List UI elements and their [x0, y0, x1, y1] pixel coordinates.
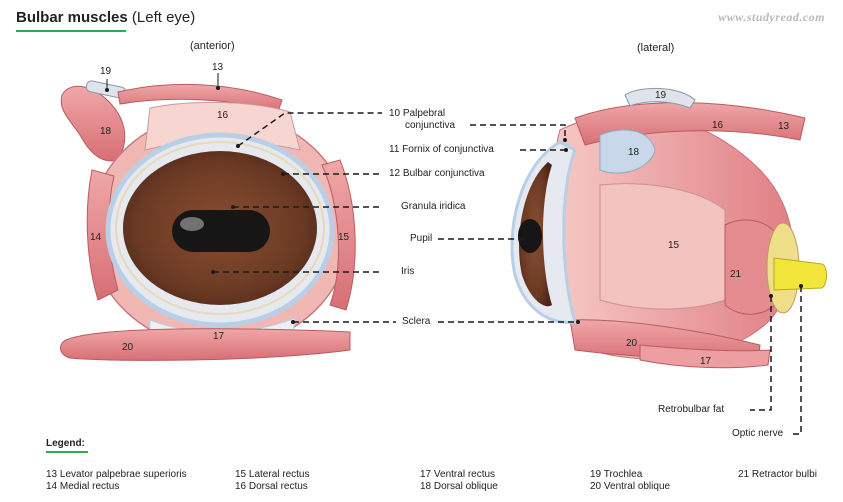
legend-item-21: 21 Retractor bulbi	[738, 469, 817, 480]
anterior-view	[60, 80, 356, 361]
label-palpebral-line2: conjunctiva	[405, 120, 456, 131]
dot-palpebral-lateral	[563, 138, 567, 142]
label-retrobulbar-fat: Retrobulbar fat	[658, 404, 725, 415]
number-16-lateral: 16	[712, 120, 724, 131]
leader-retrobulbar	[750, 296, 772, 411]
lateral-rectus-lateral	[599, 183, 726, 310]
number-21-lateral: 21	[730, 269, 742, 280]
number-19-anterior: 19	[100, 66, 112, 77]
label-fornix: 11 Fornix of conjunctiva	[389, 144, 494, 155]
label-pupil: Pupil	[410, 233, 433, 244]
label-granula-iridica: Granula iridica	[401, 201, 466, 212]
dot-13-anterior	[216, 86, 220, 90]
legend-item-13: 13 Levator palpebrae superioris	[46, 469, 187, 480]
label-palpebral-line1: 10 Palpebral	[389, 108, 446, 119]
number-17-anterior: 17	[213, 331, 225, 342]
legend-item-20: 20 Ventral oblique	[590, 481, 671, 492]
number-17-lateral: 17	[700, 356, 712, 367]
pupil-highlight	[180, 217, 204, 231]
legend-item-14: 14 Medial rectus	[46, 481, 120, 492]
number-18-lateral: 18	[628, 147, 640, 158]
dot-granula	[231, 205, 235, 209]
leader-optic	[790, 286, 802, 435]
dot-sclera-lateral	[576, 320, 580, 324]
trochlea-lateral	[624, 87, 696, 109]
leader-palpebral-lateral	[470, 124, 566, 140]
title-underline	[16, 30, 126, 32]
legend-item-19: 19 Trochlea	[590, 469, 643, 480]
ventral-rectus-lateral	[639, 344, 771, 369]
view-label-lateral: (lateral)	[637, 42, 675, 54]
leader-lines	[106, 73, 802, 435]
number-18-anterior: 18	[100, 126, 112, 137]
dorsal-oblique-lateral	[599, 129, 656, 174]
dot-fornix	[564, 148, 568, 152]
dot-19-anterior	[105, 88, 109, 92]
bulbar-conjunctiva-ring	[115, 141, 325, 315]
number-15-lateral: 15	[668, 240, 680, 251]
dot-pupil	[521, 237, 525, 241]
legend-item-18: 18 Dorsal oblique	[420, 481, 498, 492]
label-iris: Iris	[401, 266, 415, 277]
number-20-lateral: 20	[626, 338, 638, 349]
legend-title: Legend:	[46, 438, 85, 449]
title-rest: (Left eye)	[131, 9, 196, 26]
dot-optic	[799, 284, 803, 288]
callout-dots	[105, 86, 803, 324]
pupil-lateral	[518, 219, 542, 253]
label-palpebral-conjunctiva: 10 Palpebral conjunctiva	[389, 108, 455, 132]
label-bulbar-conjunctiva: 12 Bulbar conjunctiva	[389, 168, 485, 179]
label-sclera: Sclera	[402, 316, 431, 327]
legend-item-17: 17 Ventral rectus	[420, 469, 496, 480]
ventral-oblique-anterior	[60, 328, 351, 361]
optic-nerve-lateral	[773, 257, 827, 291]
legend-item-16: 16 Dorsal rectus	[235, 481, 308, 492]
number-13-lateral: 13	[778, 121, 790, 132]
page-title: Bulbar muscles (Left eye)	[16, 9, 195, 26]
number-13-anterior: 13	[212, 62, 224, 73]
dot-palpebral	[236, 144, 240, 148]
view-label-anterior: (anterior)	[190, 40, 235, 52]
legend-underline	[46, 451, 88, 453]
pupil-anterior	[172, 210, 270, 252]
dot-bulbar	[281, 172, 285, 176]
dot-retrobulbar	[769, 294, 773, 298]
leader-palpebral	[237, 112, 382, 147]
legend-item-15: 15 Lateral rectus	[235, 469, 310, 480]
number-16-anterior: 16	[217, 110, 229, 121]
number-19-lateral: 19	[655, 90, 667, 101]
watermark: www.studyread.com	[718, 10, 825, 24]
lateral-view	[510, 87, 827, 369]
number-20-anterior: 20	[122, 342, 134, 353]
number-14-anterior: 14	[90, 232, 102, 243]
dot-iris	[211, 270, 215, 274]
title-bold: Bulbar muscles	[16, 9, 128, 26]
dot-sclera-anterior	[291, 320, 295, 324]
number-15-anterior: 15	[338, 232, 350, 243]
label-optic-nerve: Optic nerve	[732, 428, 784, 439]
